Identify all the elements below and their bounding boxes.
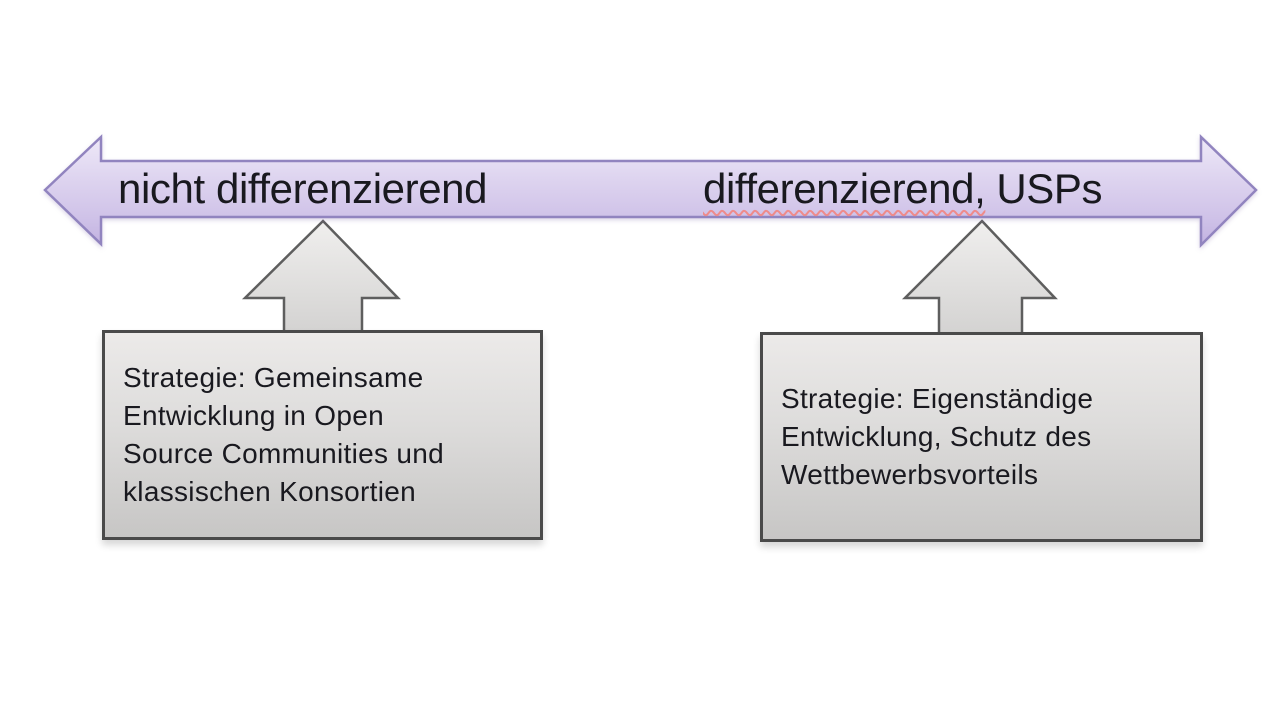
- strategy-box-open-source: Strategie: Gemeinsame Entwicklung in Ope…: [102, 330, 543, 540]
- strategy-box-proprietary: Strategie: Eigenständige Entwicklung, Sc…: [760, 332, 1203, 542]
- text-line: Entwicklung, Schutz des: [781, 421, 1092, 452]
- axis-label-differentiating-usps: differenzierend,USPs: [703, 160, 1103, 217]
- horizontal-double-arrow: [43, 134, 1258, 249]
- spellchecked-word: differenzierend,: [703, 164, 986, 212]
- up-block-arrow-right: [901, 219, 1058, 338]
- text-line: Strategie: Gemeinsame: [123, 362, 424, 393]
- text-line: Source Communities und: [123, 438, 444, 469]
- axis-label-not-differentiating: nicht differenzierend: [118, 164, 488, 212]
- up-block-arrow-left: [241, 219, 401, 336]
- text-line: Entwicklung in Open: [123, 400, 384, 431]
- text-line: klassischen Konsortien: [123, 476, 416, 507]
- text-line: Strategie: Eigenständige: [781, 383, 1094, 414]
- axis-label-suffix: USPs: [996, 164, 1103, 212]
- strategy-box-open-source-text: Strategie: Gemeinsame Entwicklung in Ope…: [105, 359, 452, 511]
- text-line: Wettbewerbsvorteils: [781, 459, 1039, 490]
- strategy-box-proprietary-text: Strategie: Eigenständige Entwicklung, Sc…: [763, 380, 1101, 494]
